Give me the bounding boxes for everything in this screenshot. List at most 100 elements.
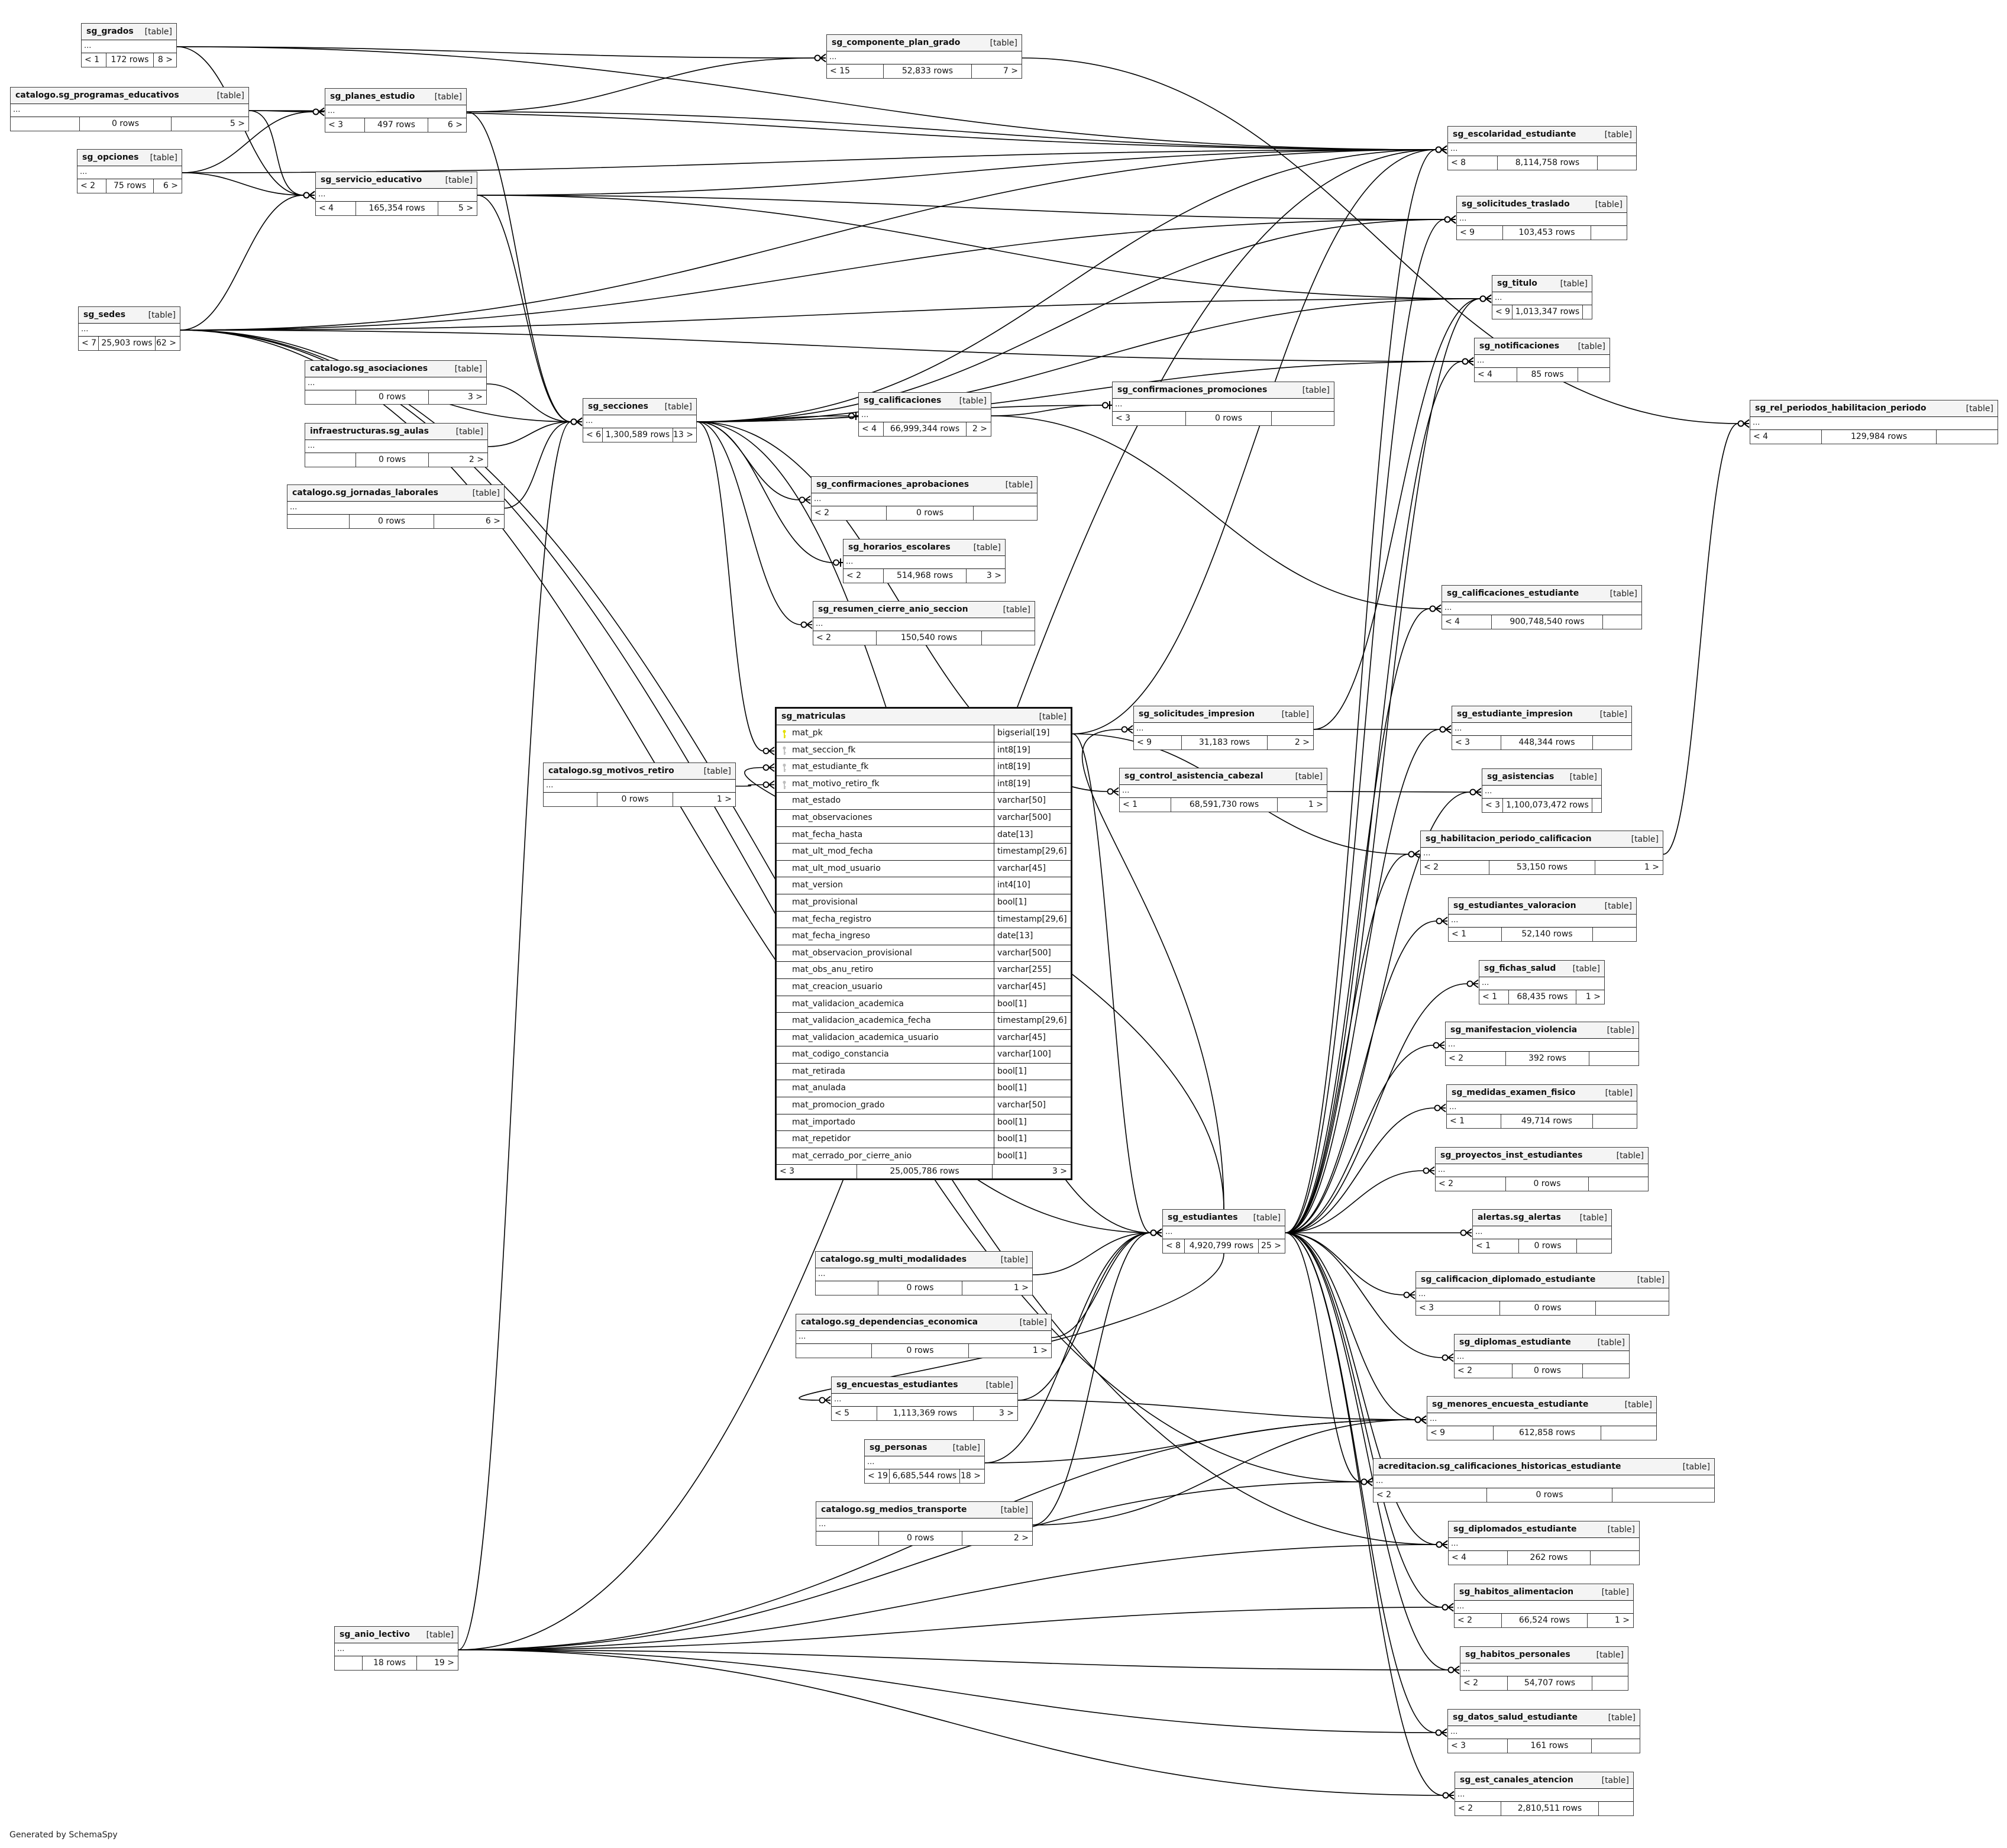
table-name[interactable]: sg_habilitacion_periodo_calificacion — [1426, 833, 1592, 844]
table-header[interactable]: sg_anio_lectivo[table] — [335, 1627, 458, 1643]
table-name[interactable]: sg_personas — [870, 1442, 927, 1452]
table-header[interactable]: sg_sedes[table] — [79, 307, 180, 324]
table-name[interactable]: sg_servicio_educativo — [321, 175, 422, 185]
table-catalogo-sg-multi-modalidades[interactable]: catalogo.sg_multi_modalidades[table] ...… — [815, 1251, 1033, 1295]
table-name[interactable]: sg_calificaciones_estudiante — [1447, 588, 1579, 598]
table-header[interactable]: sg_estudiantes[table] — [1163, 1210, 1285, 1226]
table-header[interactable]: sg_calificacion_diplomado_estudiante[tab… — [1416, 1272, 1669, 1288]
table-name[interactable]: sg_opciones — [82, 152, 139, 162]
table-header[interactable]: sg_asistencias[table] — [1482, 769, 1601, 786]
table-name[interactable]: sg_resumen_cierre_anio_seccion — [818, 604, 968, 614]
table-name[interactable]: sg_solicitudes_impresion — [1139, 709, 1255, 719]
table-catalogo-sg-medios-transporte[interactable]: catalogo.sg_medios_transporte[table] ...… — [816, 1501, 1033, 1546]
table-header[interactable]: sg_diplomas_estudiante[table] — [1455, 1335, 1629, 1351]
table-name[interactable]: catalogo.sg_multi_modalidades — [820, 1254, 967, 1264]
table-name[interactable]: sg_planes_estudio — [330, 91, 415, 101]
table-name[interactable]: catalogo.sg_jornadas_laborales — [292, 487, 439, 497]
table-header[interactable]: sg_servicio_educativo[table] — [316, 172, 477, 189]
table-name[interactable]: sg_anio_lectivo — [340, 1629, 411, 1639]
table-name[interactable]: sg_asistencias — [1487, 771, 1554, 781]
table-sg-rel-periodos-habilitacion-periodo[interactable]: sg_rel_periodos_habilitacion_periodo[tab… — [1750, 400, 1998, 444]
table-catalogo-sg-motivos-retiro[interactable]: catalogo.sg_motivos_retiro[table] ... 0 … — [543, 763, 736, 807]
table-sg-escolaridad-estudiante[interactable]: sg_escolaridad_estudiante[table] ... < 8… — [1447, 126, 1637, 170]
table-header[interactable]: catalogo.sg_medios_transporte[table] — [816, 1502, 1032, 1519]
table-header[interactable]: sg_confirmaciones_aprobaciones[table] — [812, 477, 1037, 493]
table-name[interactable]: sg_diplomas_estudiante — [1459, 1337, 1571, 1347]
table-header[interactable]: sg_opciones[table] — [77, 150, 182, 166]
table-header[interactable]: sg_personas[table] — [865, 1440, 984, 1456]
table-header[interactable]: sg_estudiante_impresion[table] — [1452, 706, 1631, 723]
table-header[interactable]: sg_est_canales_atencion[table] — [1455, 1772, 1633, 1789]
table-name[interactable]: catalogo.sg_asociaciones — [310, 363, 428, 373]
table-name[interactable]: sg_menores_encuesta_estudiante — [1432, 1399, 1589, 1409]
table-name[interactable]: sg_datos_salud_estudiante — [1453, 1712, 1578, 1722]
table-name[interactable]: sg_solicitudes_traslado — [1462, 199, 1570, 209]
table-header[interactable]: catalogo.sg_programas_educativos[table] — [11, 88, 248, 104]
table-header[interactable]: sg_datos_salud_estudiante[table] — [1448, 1710, 1640, 1726]
table-name[interactable]: sg_escolaridad_estudiante — [1453, 129, 1576, 139]
table-sg-manifestacion-violencia[interactable]: sg_manifestacion_violencia[table] ... < … — [1445, 1022, 1639, 1066]
table-header[interactable]: sg_secciones[table] — [583, 399, 696, 415]
table-name[interactable]: sg_horarios_escolares — [848, 542, 951, 552]
table-header[interactable]: sg_control_asistencia_cabezal[table] — [1120, 768, 1327, 785]
table-sg-control-asistencia-cabezal[interactable]: sg_control_asistencia_cabezal[table] ...… — [1119, 768, 1327, 812]
table-name[interactable]: sg_confirmaciones_promociones — [1117, 385, 1268, 395]
table-header[interactable]: sg_resumen_cierre_anio_seccion[table] — [813, 602, 1035, 618]
table-name[interactable]: sg_habitos_personales — [1465, 1649, 1570, 1659]
table-header[interactable]: sg_estudiantes_valoracion[table] — [1449, 898, 1636, 915]
table-name[interactable]: sg_calificacion_diplomado_estudiante — [1421, 1274, 1596, 1284]
table-name[interactable]: sg_medidas_examen_fisico — [1452, 1087, 1576, 1097]
table-sg-proyectos-inst-estudiantes[interactable]: sg_proyectos_inst_estudiantes[table] ...… — [1435, 1147, 1649, 1191]
table-name[interactable]: sg_secciones — [588, 401, 648, 411]
table-name[interactable]: catalogo.sg_motivos_retiro — [548, 765, 674, 776]
table-header[interactable]: catalogo.sg_dependencias_economica[table… — [796, 1314, 1051, 1331]
table-header[interactable]: sg_habitos_alimentacion[table] — [1455, 1584, 1633, 1601]
table-header[interactable]: sg_calificaciones[table] — [859, 393, 991, 409]
table-header[interactable]: catalogo.sg_jornadas_laborales[table] — [287, 485, 504, 502]
table-header[interactable]: sg_manifestacion_violencia[table] — [1446, 1022, 1638, 1039]
table-header[interactable]: alertas.sg_alertas[table] — [1473, 1210, 1611, 1226]
table-header[interactable]: sg_confirmaciones_promociones[table] — [1113, 382, 1334, 399]
table-header[interactable]: sg_rel_periodos_habilitacion_periodo[tab… — [1750, 400, 1998, 417]
table-name[interactable]: sg_manifestacion_violencia — [1450, 1025, 1578, 1035]
table-name[interactable]: sg_diplomados_estudiante — [1453, 1524, 1577, 1534]
table-sg-menores-encuesta-estudiante[interactable]: sg_menores_encuesta_estudiante[table] ..… — [1427, 1396, 1657, 1440]
table-header[interactable]: sg_componente_plan_grado[table] — [827, 35, 1022, 51]
table-name[interactable]: alertas.sg_alertas — [1478, 1212, 1561, 1222]
table-sg-componente-plan-grado[interactable]: sg_componente_plan_grado[table] ... < 15… — [826, 34, 1022, 79]
table-header[interactable]: sg_matriculas[table] — [777, 709, 1071, 725]
table-header[interactable]: infraestructuras.sg_aulas[table] — [305, 424, 487, 440]
table-name[interactable]: sg_proyectos_inst_estudiantes — [1440, 1150, 1583, 1160]
table-header[interactable]: sg_calificaciones_estudiante[table] — [1442, 586, 1641, 602]
table-header[interactable]: catalogo.sg_motivos_retiro[table] — [544, 763, 735, 780]
